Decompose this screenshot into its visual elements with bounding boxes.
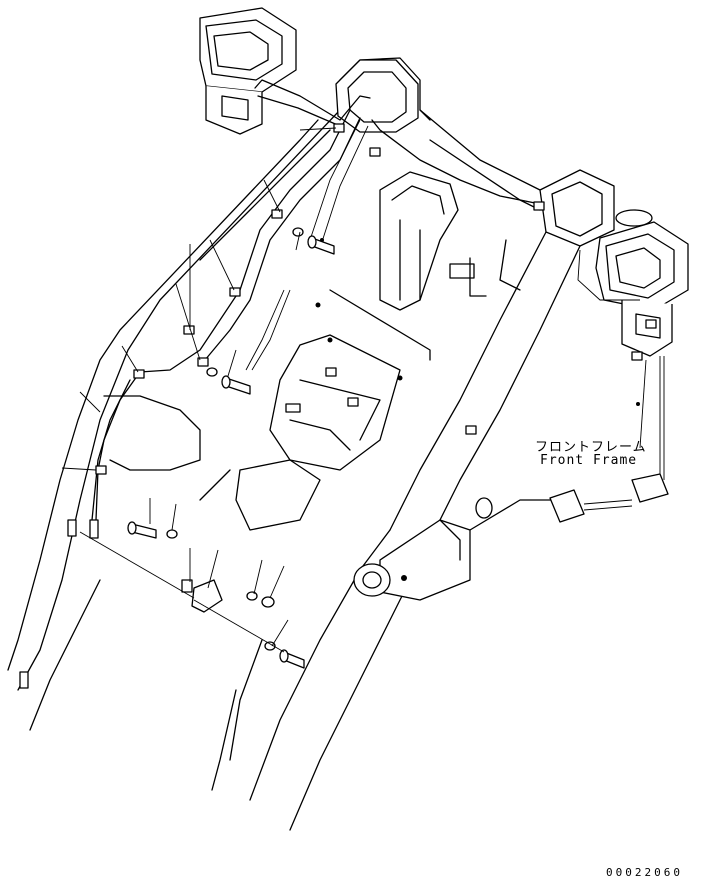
front-frame-body bbox=[7, 57, 615, 831]
figure-number: 00022060 bbox=[606, 866, 683, 879]
harness-clamps bbox=[19, 123, 657, 689]
wire-harness bbox=[91, 79, 669, 521]
lower-boss-bracket bbox=[353, 489, 585, 601]
lamp-housing-left bbox=[199, 7, 297, 135]
lift-arm-bracket bbox=[379, 171, 521, 311]
fasteners bbox=[127, 227, 640, 669]
front-frame-label-en: Front Frame bbox=[540, 453, 638, 468]
center-plate bbox=[269, 289, 431, 471]
leader-lines bbox=[61, 127, 647, 653]
front-frame-label-jp: フロントフレーム bbox=[535, 440, 647, 455]
lower-frame-curves bbox=[29, 395, 321, 731]
lamp-housing-right bbox=[595, 209, 689, 357]
